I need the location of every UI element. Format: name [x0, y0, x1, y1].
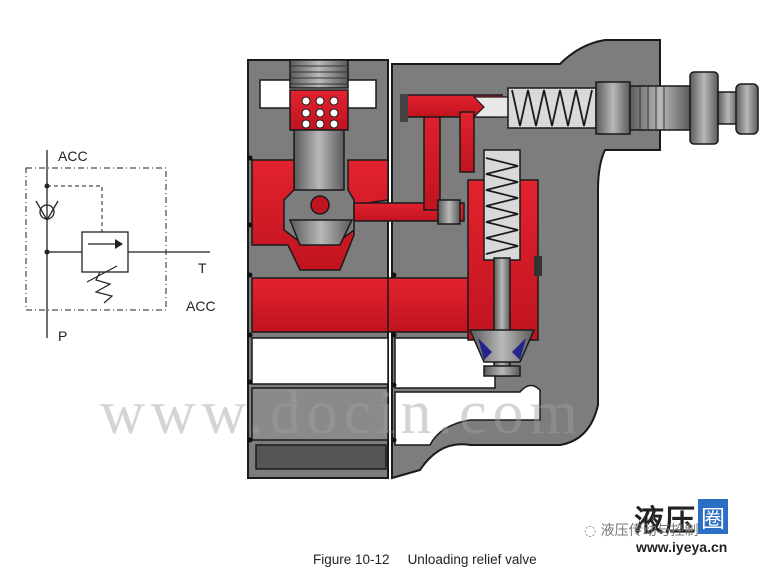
brand-url: www.iyeya.cn — [636, 539, 728, 555]
pilot-spring-icon — [511, 89, 593, 127]
hydraulic-symbol — [25, 150, 210, 338]
spool-foot — [483, 365, 521, 377]
lock-nut — [689, 71, 719, 145]
pilot-line — [47, 185, 103, 232]
check-ball — [310, 195, 330, 215]
pilot-cone — [472, 96, 509, 118]
check-valve-icon — [35, 200, 59, 222]
threaded-plug — [289, 59, 349, 89]
valve-cross-section — [247, 39, 759, 480]
red-pressure-left — [251, 159, 389, 271]
lower-passage-white-2 — [251, 387, 389, 441]
lower-passage-white — [251, 337, 389, 385]
adjuster-body — [595, 81, 631, 135]
bottom-plug — [255, 444, 387, 470]
check-seat — [288, 219, 354, 246]
spool-spring-icon — [485, 157, 519, 255]
figure-number: Figure 10-12 — [313, 552, 390, 567]
figure-caption: Figure 10-12 Unloading relief valve — [298, 537, 537, 582]
watermark: www.docin.com — [100, 379, 584, 447]
pilot-body — [400, 94, 408, 122]
seat-blue-left — [478, 338, 492, 360]
adjust-screw-head — [735, 83, 759, 135]
label-t: T — [198, 260, 207, 276]
seat-blue-right — [512, 338, 526, 360]
brand-logo: 液压圈 — [634, 496, 728, 540]
label-acc-top: ACC — [58, 148, 88, 164]
small-piston — [437, 199, 461, 225]
brand-subtitle: ◌ 液压传动与控制 — [584, 520, 699, 540]
adjuster-thread — [629, 85, 691, 131]
figure-title: Unloading relief valve — [407, 552, 537, 567]
figure-canvas: ACC T ACC P — [25, 39, 759, 567]
brand-subtitle-text: 液压传动与控制 — [600, 523, 699, 539]
red-pilot-branch — [459, 111, 475, 173]
side-port — [534, 256, 542, 276]
adjust-screw — [717, 91, 739, 125]
label-p: P — [58, 328, 68, 344]
symbol-enclosure — [25, 167, 167, 311]
check-poppet — [293, 129, 345, 191]
label-acc-bottom: ACC — [186, 298, 216, 314]
pilot-spring-housing — [507, 87, 597, 129]
brand-box: 圈 — [698, 499, 728, 534]
wechat-icon: ◌ — [584, 523, 597, 539]
spring-icon — [94, 271, 114, 304]
red-main-passage — [251, 277, 489, 333]
return-channel — [394, 384, 541, 446]
brand-main: 液压 — [634, 504, 696, 539]
